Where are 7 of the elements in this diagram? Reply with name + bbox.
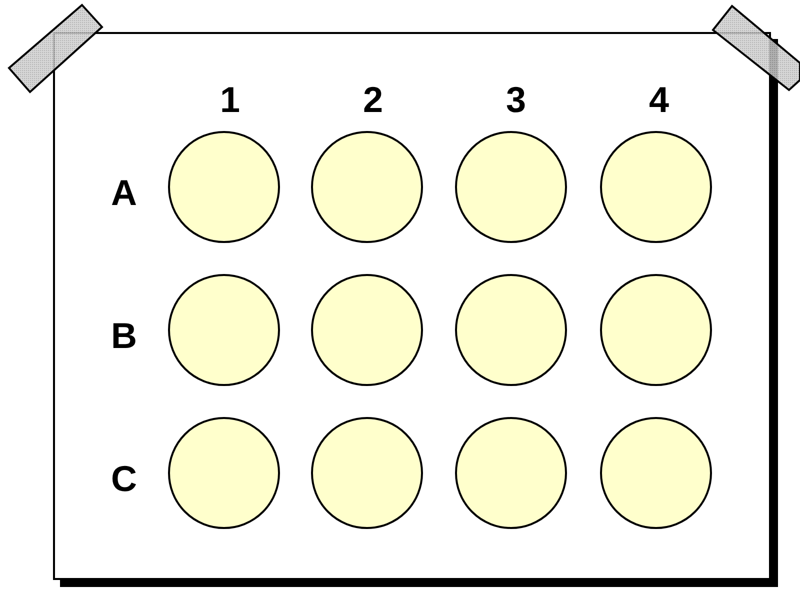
column-label: 4 [648, 82, 670, 118]
column-label: 1 [220, 82, 240, 118]
row-label: A [111, 175, 137, 211]
row-label: C [111, 461, 137, 497]
column-label: 3 [506, 82, 526, 118]
column-label: 2 [362, 82, 384, 118]
row-label: B [111, 318, 137, 354]
